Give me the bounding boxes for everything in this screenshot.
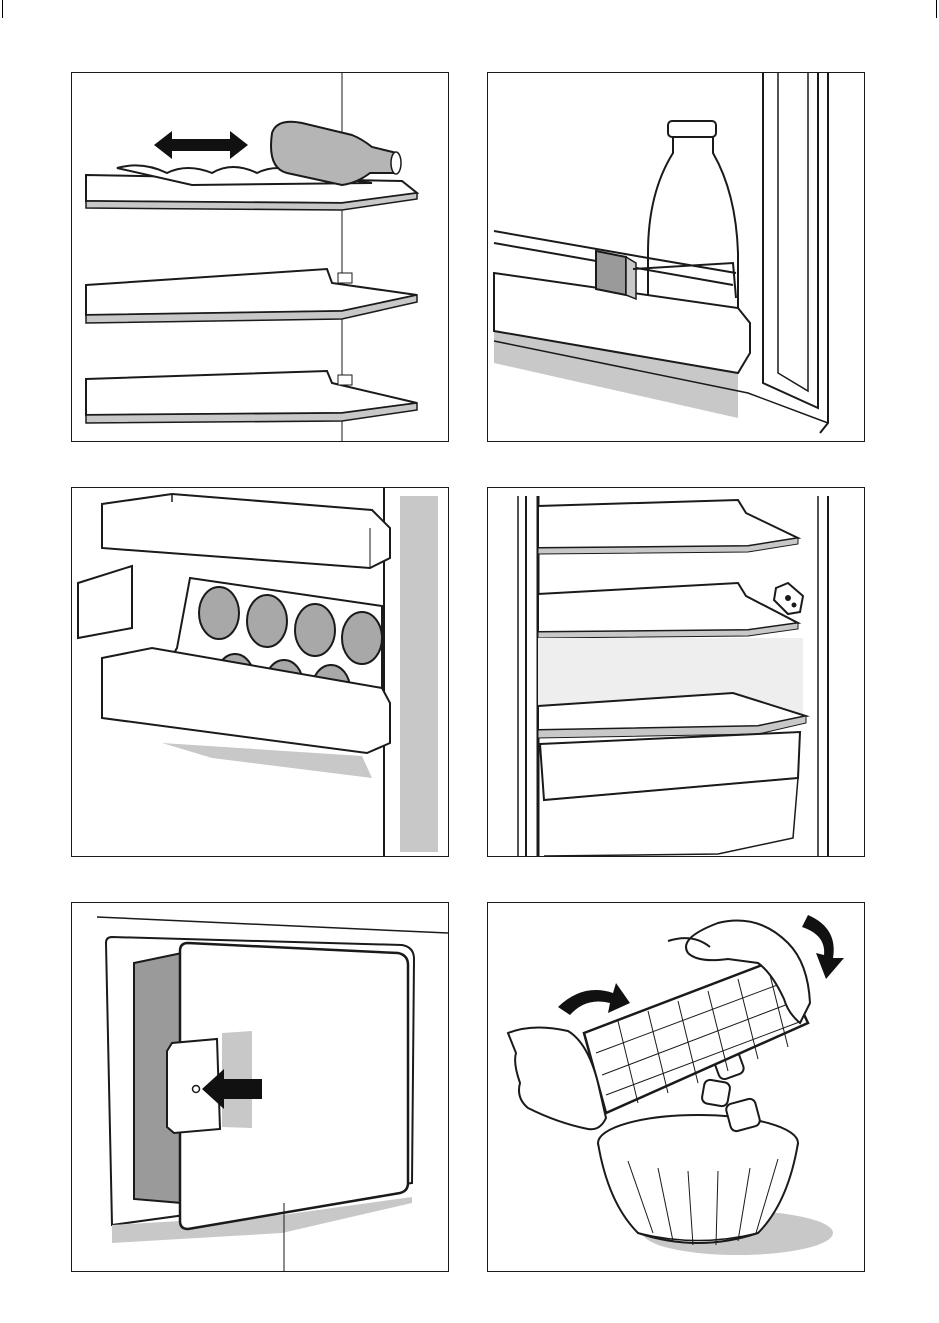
freezer-door-latch-illustration: [72, 903, 448, 1271]
slide-double-arrow-icon: [154, 131, 248, 159]
illustration-panel-door-shelf: [487, 72, 865, 442]
door-bottle-shelf-illustration: [488, 73, 864, 441]
milk-bottle-icon: [648, 121, 738, 323]
egg-tray-illustration: [72, 488, 448, 856]
illustration-panel-ice-tray: [487, 902, 865, 1272]
illustration-panel-freezer-door: [71, 902, 449, 1272]
crop-mark-right: [936, 0, 937, 18]
shelf-support-bracket-icon: [774, 583, 803, 614]
illustration-panel-egg-tray: [71, 487, 449, 857]
rotate-left-arrow-icon: [558, 983, 630, 1015]
illustration-panel-shelves: [71, 72, 449, 442]
rotate-right-arrow-icon: [802, 915, 844, 979]
shelves-bottle-rack-illustration: [72, 73, 448, 441]
interior-shelves-crisper-illustration: [488, 488, 864, 856]
ice-cube-tray-illustration: [488, 903, 864, 1271]
illustration-panel-interior: [487, 487, 865, 857]
crop-mark-left: [2, 0, 3, 18]
